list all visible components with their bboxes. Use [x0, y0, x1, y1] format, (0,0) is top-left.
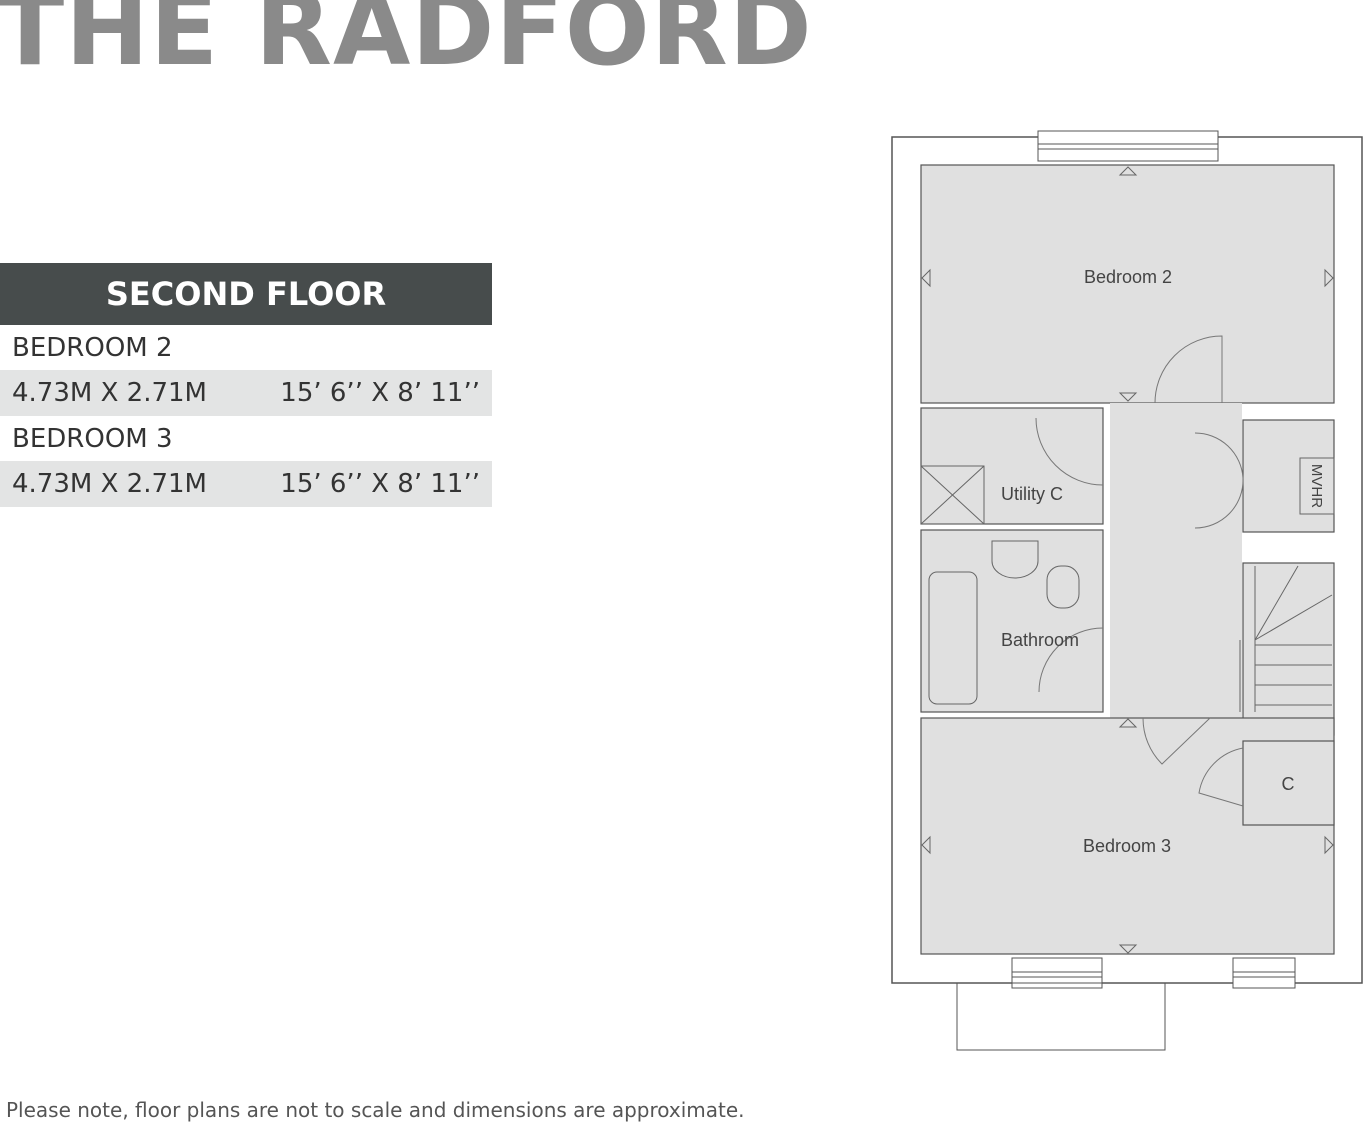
label-bedroom-3: Bedroom 3 [1083, 836, 1171, 856]
arrow-up-icon [1118, 166, 1138, 176]
metric-dimensions: 4.73M X 2.71M [12, 378, 207, 408]
cupboard-floor [1242, 740, 1335, 826]
arrow-right-icon [1324, 835, 1334, 855]
balcony-outline [956, 982, 1166, 1051]
door-swing-utility [1035, 417, 1104, 486]
staircase [1239, 565, 1333, 712]
label-bedroom-2: Bedroom 2 [1084, 267, 1172, 287]
door-swing-cupboard [1198, 747, 1244, 807]
imperial-dimensions: 15’ 6’’ X 8’ 11’’ [280, 378, 480, 408]
room-dimensions-table: SECOND FLOOR BEDROOM 2 4.73M X 2.71M 15’… [0, 263, 492, 507]
label-cupboard: C [1282, 774, 1295, 794]
toilet [1046, 565, 1080, 609]
arrow-down-icon [1118, 944, 1138, 954]
label-mvhr: MVHR [1308, 464, 1325, 508]
room-name: BEDROOM 2 [12, 332, 173, 363]
arrow-up-icon [1118, 718, 1138, 728]
door-swing-bedroom-2 [1154, 335, 1223, 404]
room-dimensions-row: 4.73M X 2.71M 15’ 6’’ X 8’ 11’’ [0, 461, 492, 507]
imperial-dimensions: 15’ 6’’ X 8’ 11’’ [280, 469, 480, 499]
disclaimer-note: Please note, floor plans are not to scal… [6, 1098, 745, 1122]
bedroom-2-floor [920, 164, 1335, 404]
door-swing-bedroom-3 [1142, 717, 1211, 765]
arrow-right-icon [1324, 268, 1334, 288]
label-utility: Utility C [1001, 484, 1063, 504]
metric-dimensions: 4.73M X 2.71M [12, 469, 207, 499]
mvhr-unit [1299, 457, 1335, 515]
arrow-left-icon [921, 268, 931, 288]
mvhr-cupboard-floor [1242, 419, 1335, 533]
arrow-down-icon [1118, 392, 1138, 402]
room-name: BEDROOM 3 [12, 423, 173, 454]
floor-heading: SECOND FLOOR [0, 263, 492, 325]
door-swing-bathroom [1038, 627, 1104, 693]
window-top [1037, 130, 1219, 162]
development-title: THE RADFORD [0, 0, 813, 88]
window-bottom-right [1232, 957, 1296, 989]
door-swing-mvhr-lower [1194, 477, 1244, 529]
door-swing-mvhr-upper [1194, 432, 1244, 479]
stairs-floor [1242, 562, 1335, 736]
landing-floor [1110, 403, 1242, 719]
room-dimensions-row: 4.73M X 2.71M 15’ 6’’ X 8’ 11’’ [0, 370, 492, 416]
bathroom-floor [920, 529, 1104, 713]
cylinder-cupboard [920, 465, 985, 525]
bath [928, 571, 978, 705]
arrow-left-icon [921, 835, 931, 855]
basin [991, 540, 1039, 579]
label-bathroom: Bathroom [1001, 630, 1079, 650]
